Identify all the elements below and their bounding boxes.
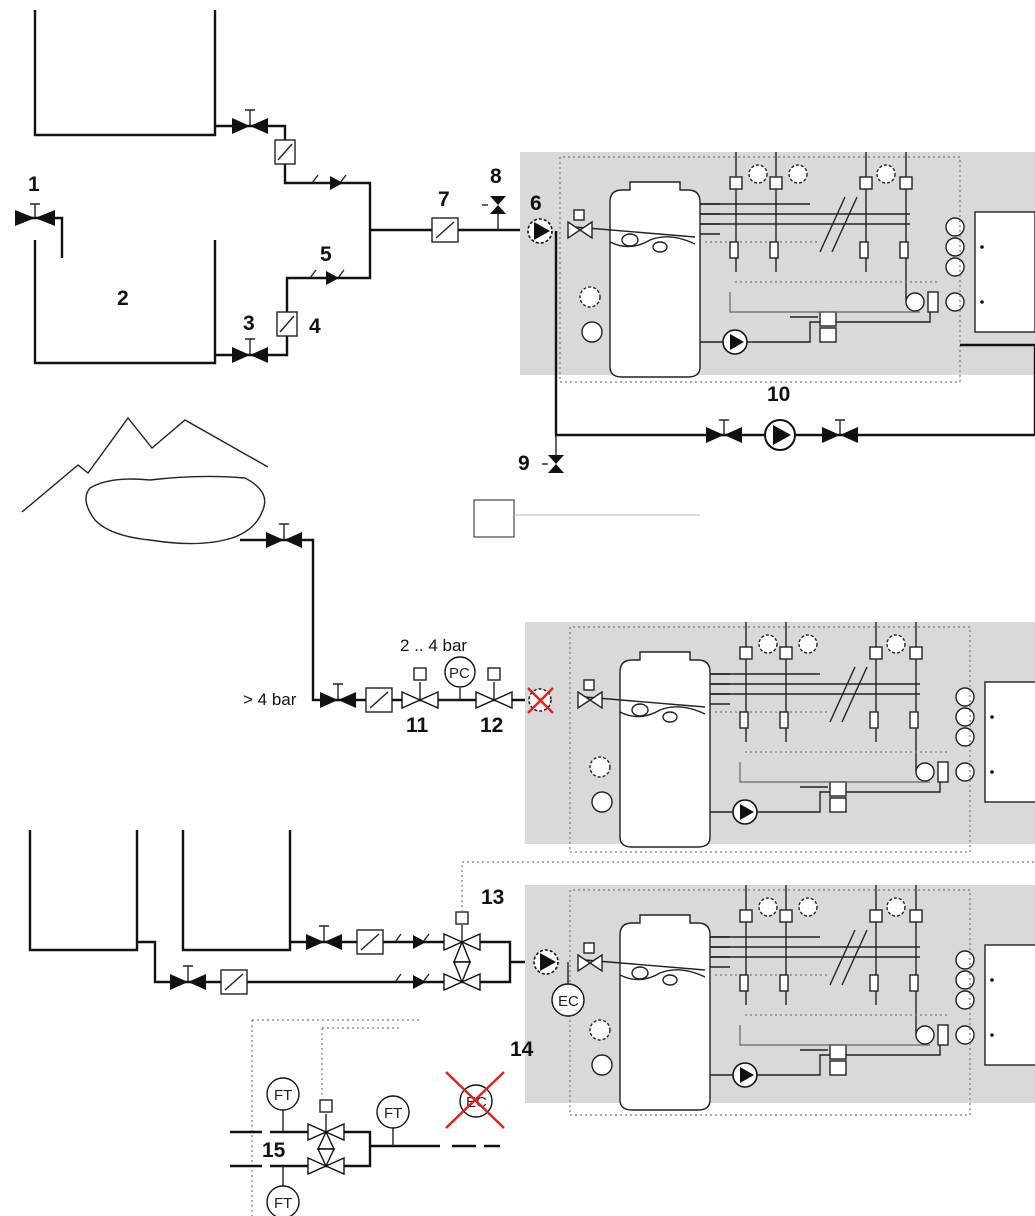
empty-box bbox=[473, 499, 515, 538]
tank-b-check-valve bbox=[394, 933, 430, 949]
valve-8 bbox=[482, 196, 506, 230]
pressure-range-text: 2 .. 4 bar bbox=[400, 636, 467, 655]
mains-valve bbox=[320, 683, 356, 708]
ft-right: FT bbox=[376, 1095, 410, 1146]
label-8: 8 bbox=[490, 165, 502, 188]
three-way-valve-13 bbox=[443, 861, 1035, 992]
label-13: 13 bbox=[481, 886, 504, 909]
label-7: 7 bbox=[438, 188, 450, 211]
label-5: 5 bbox=[320, 243, 332, 266]
label-4: 4 bbox=[309, 315, 321, 338]
tank-b bbox=[181, 830, 292, 952]
pressure-reducer-11: PC bbox=[401, 656, 476, 710]
label-1: 1 bbox=[28, 173, 40, 196]
section-mixed-supply: EC 13 14 bbox=[28, 830, 1035, 1116]
pump-10 bbox=[764, 419, 796, 451]
upper-check-valve bbox=[311, 174, 347, 190]
pump-14 bbox=[533, 949, 559, 975]
upper-tank-valve bbox=[232, 109, 268, 134]
bypass-valve-left bbox=[706, 419, 742, 443]
pump-6 bbox=[527, 218, 553, 244]
label-2: 2 bbox=[117, 287, 129, 310]
mountains bbox=[21, 416, 269, 513]
valve-3 bbox=[232, 338, 268, 363]
label-12: 12 bbox=[480, 714, 503, 737]
label-11: 11 bbox=[406, 714, 429, 737]
label-15: 15 bbox=[262, 1139, 286, 1162]
tank-a-valve bbox=[170, 965, 206, 990]
ft-bottom: FT bbox=[266, 1166, 300, 1216]
ec-removed: EC bbox=[445, 1071, 505, 1129]
pump-removed bbox=[527, 687, 554, 714]
ec-text: EC bbox=[558, 993, 579, 1010]
valve-12 bbox=[475, 667, 513, 710]
section-mains-supply: PC > 4 bar 2 .. 4 bar 11 12 bbox=[21, 416, 1035, 853]
section-flow-control-inset: FT FT FT EC 15 bbox=[230, 1019, 505, 1216]
upper-tank bbox=[33, 10, 217, 137]
pressure-high-text: > 4 bar bbox=[243, 690, 297, 709]
tank-b-valve bbox=[306, 925, 342, 950]
label-10: 10 bbox=[767, 383, 790, 406]
pc-text: PC bbox=[449, 665, 470, 682]
lake bbox=[85, 475, 266, 545]
ft-bottom-text: FT bbox=[274, 1195, 292, 1212]
ec-sensor: EC bbox=[551, 962, 585, 1017]
label-9: 9 bbox=[518, 452, 530, 475]
lake-valve bbox=[266, 523, 302, 548]
mixing-valve-15 bbox=[307, 1099, 345, 1176]
tank-a-check-valve bbox=[394, 973, 430, 989]
label-6: 6 bbox=[530, 192, 542, 215]
ft-top: FT bbox=[266, 1077, 300, 1132]
label-3: 3 bbox=[243, 312, 255, 335]
tank-a bbox=[28, 830, 139, 952]
ft-top-text: FT bbox=[274, 1087, 292, 1104]
lower-tank bbox=[33, 240, 217, 365]
section-rainwater-tanks: 1 2 3 4 5 6 7 8 9 10 bbox=[15, 10, 1035, 475]
ft-right-text: FT bbox=[384, 1105, 402, 1122]
check-valve-5 bbox=[309, 269, 345, 285]
label-14: 14 bbox=[510, 1038, 534, 1061]
bypass-valve-right bbox=[822, 419, 858, 443]
valve-9 bbox=[542, 435, 564, 473]
valve-1 bbox=[15, 203, 55, 226]
